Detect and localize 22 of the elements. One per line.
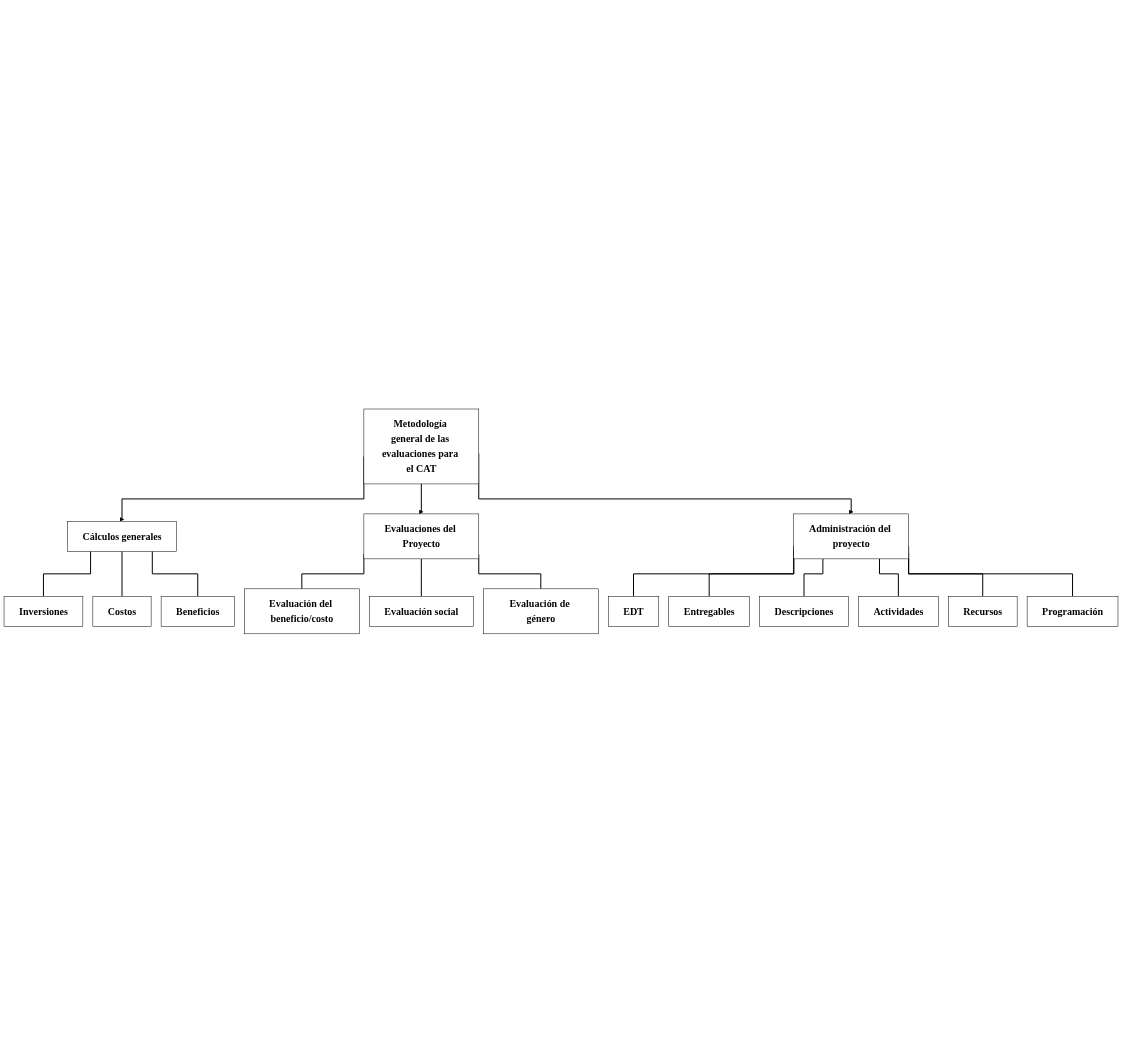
connector: [42, 550, 92, 597]
connector: [420, 558, 422, 597]
node-box: Beneficios: [160, 596, 235, 627]
connector: [879, 558, 899, 597]
node-box: Descripciones: [759, 596, 849, 627]
node-box: Entregables: [668, 596, 750, 627]
node-box: Inversiones: [3, 596, 84, 627]
node-box: Cálculos generales: [67, 521, 177, 552]
node-box: Actividades: [858, 596, 939, 627]
node-box: Recursos: [948, 596, 1018, 627]
node-box: Evaluación del beneficio/costo: [244, 588, 360, 635]
node-box: Programación: [1026, 596, 1119, 627]
node-box: Administración del proyecto: [793, 513, 909, 560]
node-box: Evaluación social: [369, 596, 474, 627]
node-box: Evaluaciones del Proyecto: [363, 513, 479, 560]
node-box: Costos: [92, 596, 152, 627]
connector: [151, 550, 199, 597]
node-box: EDT: [608, 596, 659, 627]
node-box: Evaluación de género: [483, 588, 599, 635]
arrow: [419, 483, 424, 515]
node-box: Metodología general de las evaluaciones para el CAT: [363, 408, 479, 485]
connector: [803, 558, 824, 597]
